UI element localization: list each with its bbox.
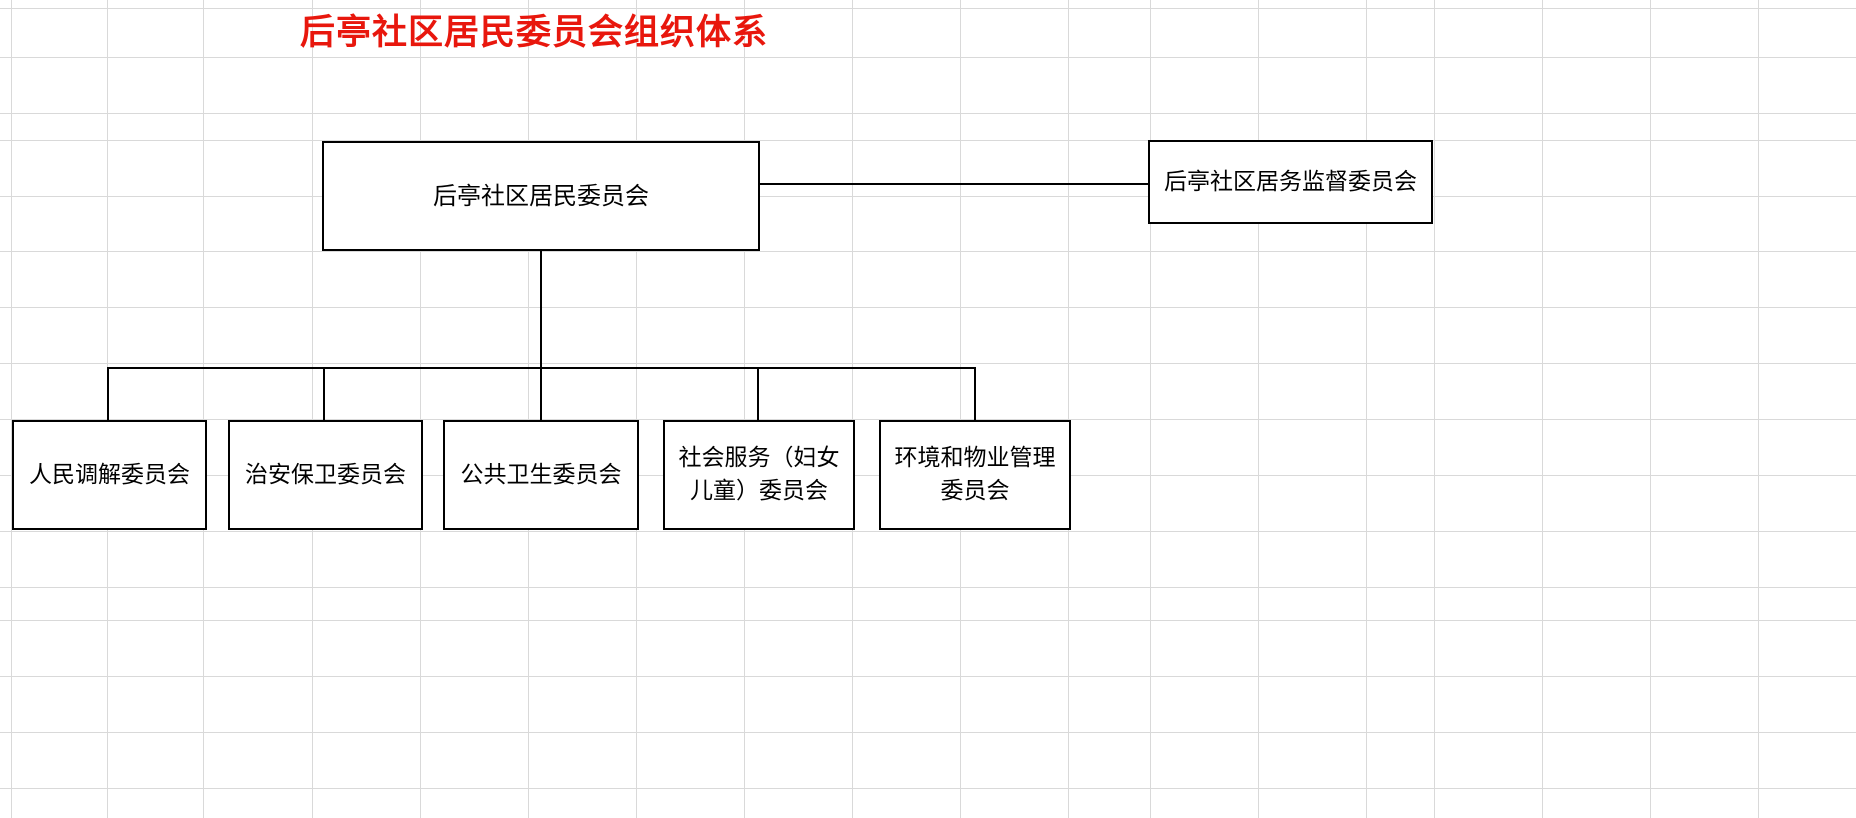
org-node-mediation-committee-label: 人民调解委员会: [29, 461, 190, 488]
connector-drop-security: [323, 367, 325, 422]
page-title: 后亭社区居民委员会组织体系: [300, 12, 769, 53]
org-node-environment-committee-label: 环境和物业管理委员会: [894, 445, 1056, 504]
org-node-root[interactable]: 后亭社区居民委员会: [322, 141, 760, 251]
connector-root-to-supervision: [758, 183, 1150, 185]
connector-root-trunk: [540, 249, 542, 369]
org-node-supervision-committee-label: 后亭社区居务监督委员会: [1164, 168, 1417, 195]
org-node-security-committee[interactable]: 治安保卫委员会: [228, 420, 423, 530]
org-node-environment-committee[interactable]: 环境和物业管理委员会: [879, 420, 1071, 530]
org-node-root-label: 后亭社区居民委员会: [433, 181, 649, 210]
connector-drop-environment: [974, 367, 976, 422]
org-node-social-service-committee-label: 社会服务（妇女儿童）委员会: [678, 445, 840, 504]
org-node-mediation-committee[interactable]: 人民调解委员会: [12, 420, 207, 530]
org-node-health-committee[interactable]: 公共卫生委员会: [443, 420, 639, 530]
org-node-security-committee-label: 治安保卫委员会: [245, 461, 406, 488]
connector-drop-social: [757, 367, 759, 422]
connector-drop-mediation: [107, 367, 109, 422]
org-node-supervision-committee[interactable]: 后亭社区居务监督委员会: [1148, 140, 1433, 224]
org-node-health-committee-label: 公共卫生委员会: [460, 461, 622, 488]
org-node-social-service-committee[interactable]: 社会服务（妇女儿童）委员会: [663, 420, 855, 530]
connector-drop-health: [540, 367, 542, 422]
